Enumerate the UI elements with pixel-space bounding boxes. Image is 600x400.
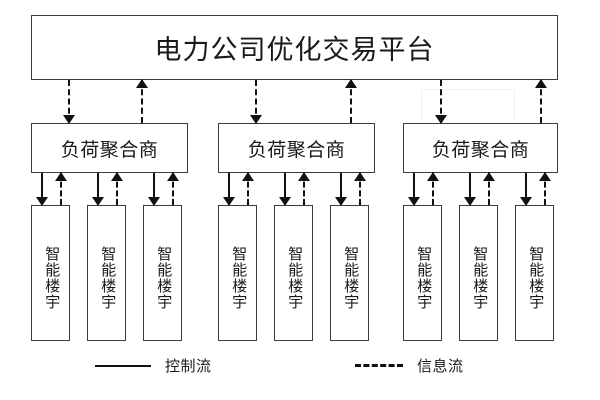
building-label-1: 智能楼宇: [99, 246, 116, 310]
building-label-5: 智能楼宇: [342, 246, 359, 310]
building-label-4: 智能楼宇: [286, 246, 303, 310]
legend-item-control-flow: 控制流: [95, 355, 212, 376]
legend-label-information-flow: 信息流: [417, 357, 464, 375]
legend-item-information-flow: 信息流: [355, 355, 464, 376]
aggregator-label-1: 负荷聚合商: [247, 139, 346, 161]
ghost-rectangle-artifact: [421, 89, 515, 126]
building-box-3[interactable]: 智能楼宇: [218, 205, 257, 341]
building-box-0[interactable]: 智能楼宇: [31, 205, 70, 341]
building-box-1[interactable]: 智能楼宇: [87, 205, 126, 341]
building-box-7[interactable]: 智能楼宇: [459, 205, 498, 341]
information-flow-line-icon: [355, 364, 403, 367]
platform-box[interactable]: 电力公司优化交易平台: [31, 15, 558, 80]
aggregator-box-1[interactable]: 负荷聚合商: [218, 123, 375, 173]
building-box-4[interactable]: 智能楼宇: [274, 205, 313, 341]
building-box-5[interactable]: 智能楼宇: [330, 205, 369, 341]
building-label-3: 智能楼宇: [230, 246, 247, 310]
building-box-2[interactable]: 智能楼宇: [143, 205, 182, 341]
building-label-7: 智能楼宇: [471, 246, 488, 310]
aggregator-label-0: 负荷聚合商: [60, 139, 159, 161]
building-label-2: 智能楼宇: [155, 246, 172, 310]
aggregator-box-2[interactable]: 负荷聚合商: [403, 123, 558, 173]
building-label-8: 智能楼宇: [527, 246, 544, 310]
building-box-6[interactable]: 智能楼宇: [403, 205, 442, 341]
platform-label: 电力公司优化交易平台: [154, 35, 435, 65]
building-label-6: 智能楼宇: [415, 246, 432, 310]
building-label-0: 智能楼宇: [43, 246, 60, 310]
building-box-8[interactable]: 智能楼宇: [515, 205, 554, 341]
control-flow-line-icon: [95, 364, 151, 367]
aggregator-label-2: 负荷聚合商: [431, 139, 530, 161]
aggregator-box-0[interactable]: 负荷聚合商: [31, 123, 188, 173]
legend-label-control-flow: 控制流: [165, 357, 212, 375]
legend: 控制流 信息流: [0, 355, 600, 385]
